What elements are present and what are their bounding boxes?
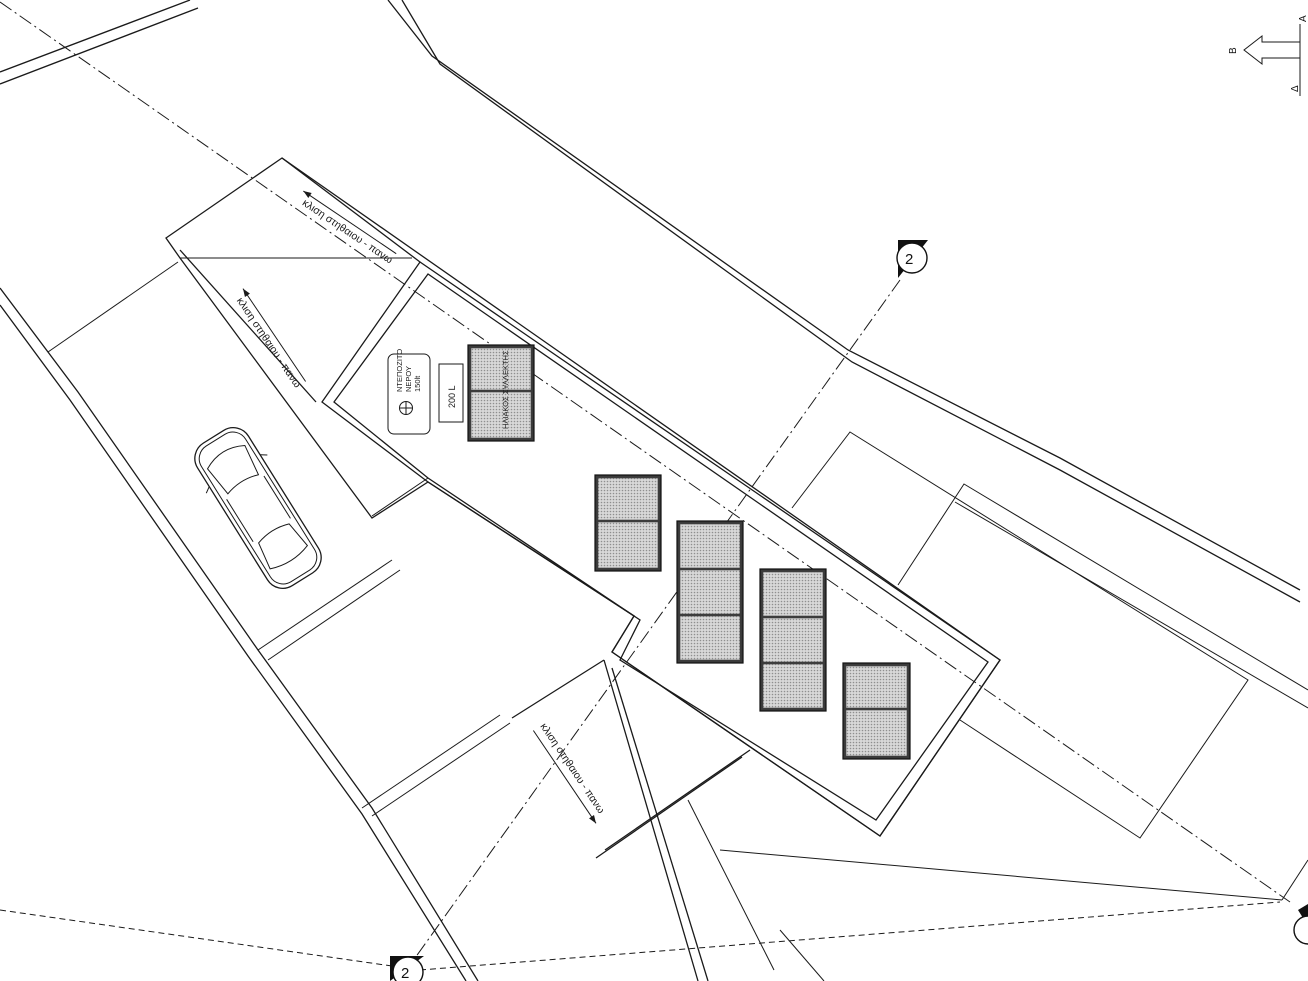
solar-panel xyxy=(679,615,741,661)
section-marker-icon xyxy=(1293,904,1308,945)
section-marker-icon: 2 xyxy=(896,240,928,278)
solar-panel xyxy=(597,521,659,569)
solar-panel-label: ΗΛΙΑΚΟΣ ΣΥΛΛΕΚΤΗΣ xyxy=(501,350,510,429)
solar-panel xyxy=(762,663,824,709)
solar-panel xyxy=(597,477,659,521)
solar-panel xyxy=(470,347,532,391)
section-marker-icon: 2 xyxy=(390,956,424,981)
orientation-arrow-icon: Β Α Δ xyxy=(1228,15,1308,96)
main-roof xyxy=(165,157,1001,837)
solar-panel xyxy=(845,665,908,709)
section-mark-top: 2 xyxy=(905,251,913,268)
car-icon xyxy=(194,427,322,589)
orientation-letter-b: Β xyxy=(1228,47,1239,54)
slope-label-left: κλιση στηθαιου - πανω xyxy=(234,295,303,390)
solar-panel xyxy=(679,523,741,569)
section-mark-bottom: 2 xyxy=(401,965,409,981)
solar-panel xyxy=(470,391,532,439)
water-tank-icon xyxy=(399,401,413,415)
solar-panel xyxy=(762,571,824,617)
slope-label-bottom: κλιση στηθαιου - πανω xyxy=(538,721,607,816)
tank-label-3: 150lt xyxy=(413,375,422,392)
orientation-letter-d: Δ xyxy=(1290,85,1301,92)
tank-label-1: ΝΤΕΠΟΖΙΤΟ xyxy=(395,349,404,392)
solar-panel xyxy=(762,617,824,663)
tank-label-2: ΝΕΡΟΥ xyxy=(404,366,413,392)
tank-capacity: 200 L xyxy=(447,385,457,408)
solar-panels: ΗΛΙΑΚΟΣ ΣΥΛΛΕΚΤΗΣ xyxy=(467,344,911,760)
section-lines xyxy=(0,1,1291,971)
lower-parcels xyxy=(511,431,1308,981)
solar-panel xyxy=(679,569,741,615)
left-parcels xyxy=(0,261,511,981)
water-tank: ΝΤΕΠΟΖΙΤΟ ΝΕΡΟΥ 150lt 200 L xyxy=(387,349,464,435)
orientation-letter-a: Α xyxy=(1298,15,1308,22)
solar-panel xyxy=(845,709,908,757)
road-boundary xyxy=(0,0,1301,603)
